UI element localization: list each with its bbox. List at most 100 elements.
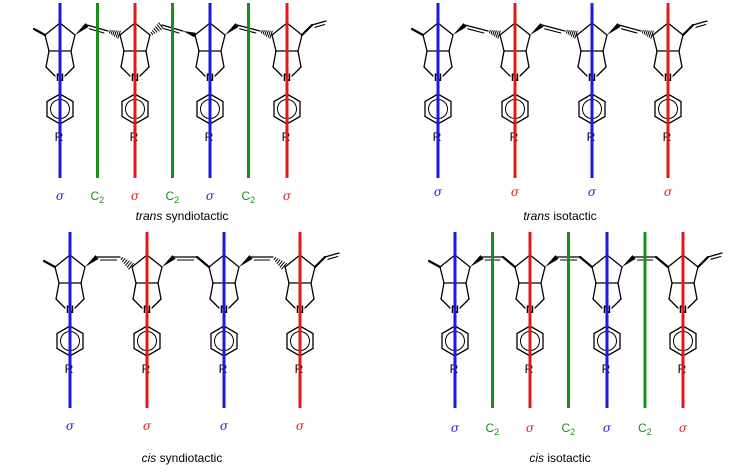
bond — [271, 34, 277, 52]
sigma-label: σ — [206, 189, 215, 203]
bond — [693, 282, 698, 300]
bond — [442, 66, 453, 77]
wedge-bond — [453, 23, 467, 35]
bond — [423, 66, 434, 77]
hash-stroke — [650, 30, 654, 39]
bond — [299, 254, 316, 268]
wedge-bond — [183, 31, 196, 38]
pyrrolidine-ring — [195, 50, 225, 77]
bond — [577, 50, 582, 68]
bond — [131, 254, 148, 268]
hash-stroke — [276, 259, 281, 264]
bond — [80, 282, 85, 300]
hashed-bond — [641, 29, 654, 39]
bond — [448, 50, 453, 68]
hash-stroke — [128, 262, 134, 270]
bond — [514, 22, 531, 36]
vinyl-bond — [313, 255, 327, 269]
bond — [157, 266, 163, 284]
bond — [157, 282, 162, 300]
bond — [667, 266, 673, 284]
polymer-structure: NRNRNRNR — [32, 20, 327, 144]
bond — [652, 22, 669, 36]
bond — [80, 266, 86, 284]
bond — [682, 254, 699, 268]
panel-caption: trans isotactic — [523, 209, 596, 223]
hash-stroke — [647, 30, 650, 37]
bond — [439, 254, 456, 268]
cyclopentane-ring — [119, 22, 151, 52]
wedge-bond — [622, 255, 636, 267]
wedge-bond — [545, 255, 559, 267]
bond — [687, 298, 698, 309]
hash-stroke — [567, 30, 570, 35]
vinyl-bond — [300, 23, 314, 37]
methyl-end-bond — [42, 259, 57, 269]
hashed-bond — [273, 257, 287, 270]
bond — [194, 22, 211, 36]
pyrrolidine-ring — [515, 282, 545, 309]
bond — [618, 24, 642, 32]
hash-stroke — [264, 30, 267, 36]
panel-trans-syndiotactic: NRNRNRNRσC2σC2σC2σtrans syndiotactic — [32, 3, 327, 223]
hash-stroke — [266, 30, 269, 37]
bond — [439, 266, 445, 284]
pyrrolidine-ring — [592, 282, 622, 309]
hash-stroke — [494, 30, 497, 37]
bond — [220, 50, 225, 68]
bond — [448, 34, 454, 52]
bond — [465, 266, 471, 284]
bond — [208, 254, 225, 268]
vinylene-double-bond — [96, 256, 121, 261]
bond — [606, 254, 623, 268]
bond — [576, 22, 593, 36]
cyclopentane-ring — [422, 22, 454, 52]
hash-stroke — [572, 30, 576, 38]
hash-stroke — [645, 30, 648, 36]
bond — [620, 28, 638, 34]
pyrrolidine-ring — [209, 282, 239, 309]
wedge-bond — [225, 23, 239, 35]
hash-stroke — [643, 30, 646, 35]
bond — [668, 298, 679, 309]
bond — [592, 282, 597, 300]
hash-stroke — [267, 30, 271, 38]
bond — [692, 20, 708, 26]
bond — [500, 66, 511, 77]
bond — [119, 34, 125, 52]
polymer-structure: NRNRNRNR — [42, 252, 340, 376]
c2-label: C2 — [91, 189, 105, 205]
polymer-structure: NRNRNRNR — [410, 20, 708, 144]
hash-stroke — [273, 257, 277, 261]
vinylene-double-bond — [692, 20, 708, 28]
hashed-bond — [260, 29, 273, 39]
bond — [272, 50, 277, 68]
hashed-bond — [488, 29, 501, 39]
vinyl-bond — [681, 23, 695, 37]
bond — [119, 22, 136, 36]
hash-stroke — [279, 261, 285, 268]
bond — [540, 282, 545, 300]
bond — [591, 254, 608, 268]
pyrrolidine-ring — [577, 50, 607, 77]
c2-label: C2 — [638, 421, 652, 437]
bond — [194, 34, 200, 52]
bond — [678, 34, 684, 52]
hash-stroke — [492, 30, 495, 36]
hash-stroke — [574, 30, 578, 39]
sigma-label: σ — [451, 421, 460, 435]
bond — [440, 298, 451, 309]
bond — [514, 266, 520, 284]
bond — [515, 298, 526, 309]
hash-stroke — [150, 31, 154, 35]
bond — [220, 34, 226, 52]
caption-tacticity: syndiotactic — [156, 451, 222, 465]
bond — [465, 282, 470, 300]
methyl-end-bond — [427, 259, 442, 269]
bond — [668, 282, 673, 300]
bond — [500, 50, 505, 68]
c2-label: C2 — [166, 189, 180, 205]
pyrrolidine-ring — [285, 282, 315, 309]
